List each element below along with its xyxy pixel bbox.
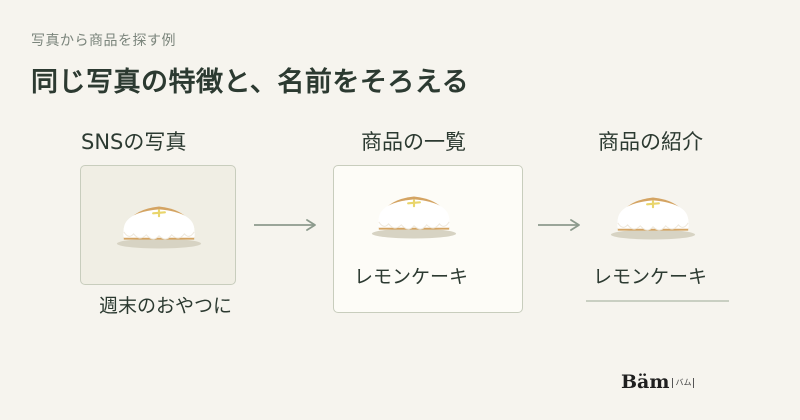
brand-wordmark: Bäm	[621, 371, 670, 393]
product-list-caption: レモンケーキ	[354, 266, 469, 288]
sns-photo-caption: 週末のおやつに	[99, 295, 233, 317]
sns-photo-title: SNSの写真	[81, 130, 187, 154]
brand-kana: バム	[672, 377, 695, 388]
product-detail-caption: レモンケーキ	[593, 266, 708, 288]
cake-icon	[116, 205, 202, 250]
arrow-right-icon	[538, 219, 580, 231]
sns-photo-card	[80, 165, 236, 285]
eyebrow-label: 写真から商品を探す例	[31, 33, 176, 49]
brand-logo: Bäm バム	[621, 371, 695, 393]
headline: 同じ写真の特徴と、名前をそろえる	[31, 67, 470, 98]
arrow-right-icon	[254, 219, 316, 231]
caption-underline	[586, 300, 729, 302]
cake-icon	[371, 195, 457, 240]
cake-icon	[610, 196, 696, 241]
product-detail-title: 商品の紹介	[598, 130, 703, 154]
product-list-card: レモンケーキ	[333, 165, 523, 313]
product-list-title: 商品の一覧	[361, 130, 466, 154]
